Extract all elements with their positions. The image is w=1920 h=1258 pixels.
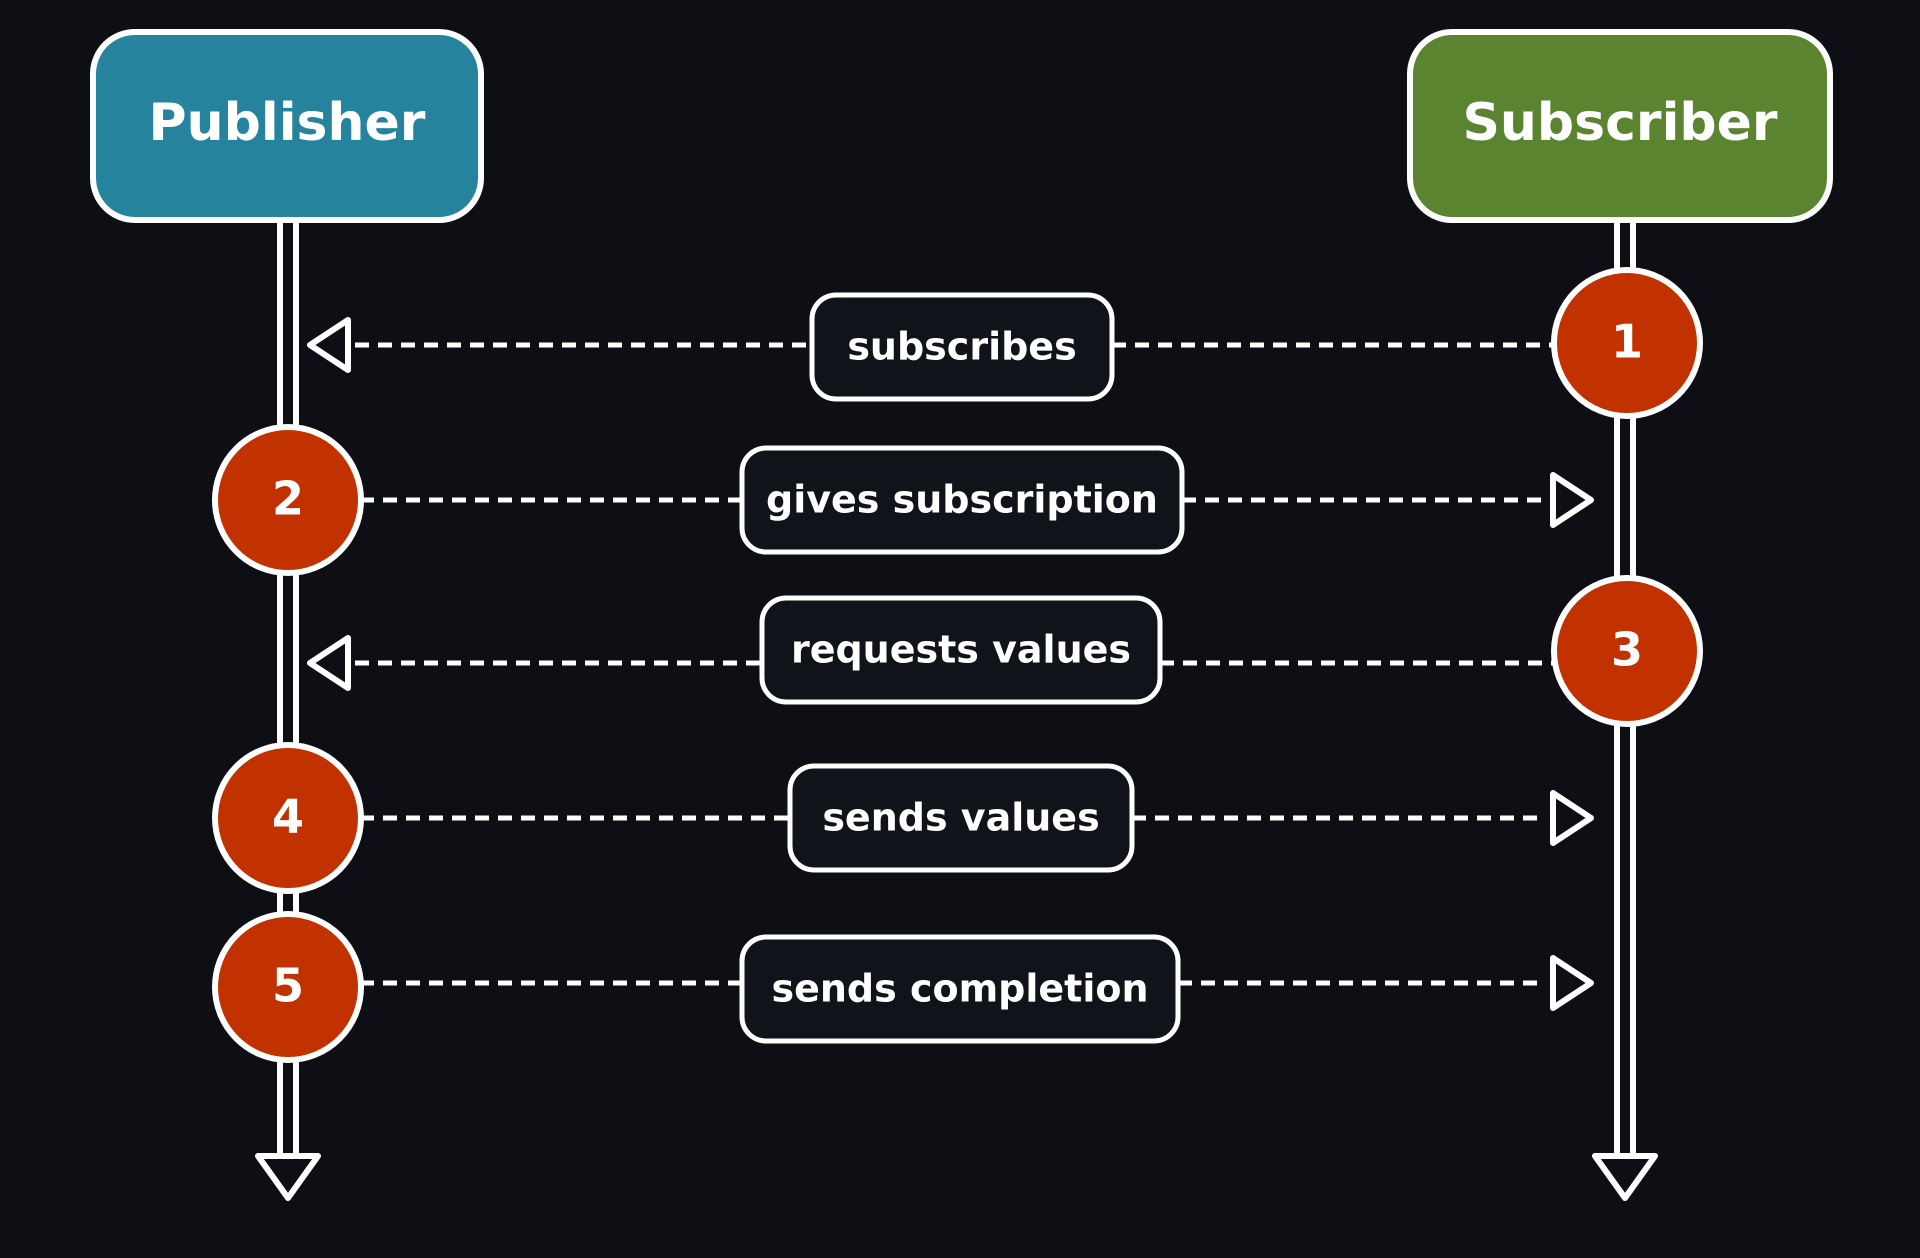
step-number: 4: [272, 790, 304, 844]
publisher-label: Publisher: [149, 93, 426, 153]
publisher-lifeline-arrow-icon: [255, 1153, 321, 1201]
step-number: 5: [272, 959, 304, 1013]
step-badge-4: 4: [212, 742, 364, 894]
step-number: 1: [1611, 315, 1643, 369]
message-subscribes: subscribes: [307, 292, 1555, 402]
message-sends-completion: sends completion: [360, 934, 1594, 1044]
arrow-right-icon: [1550, 472, 1594, 528]
message-label-gives-subscription: gives subscription: [766, 478, 1158, 522]
subscriber-actor: Subscriber: [1407, 29, 1833, 223]
message-sends-values: sends values: [360, 763, 1594, 873]
publisher-actor: Publisher: [90, 29, 484, 223]
message-label-subscribes: subscribes: [847, 325, 1076, 369]
message-label-sends-completion: sends completion: [771, 967, 1148, 1011]
message-label-requests-values: requests values: [791, 628, 1131, 672]
arrow-left-icon: [307, 635, 351, 691]
subscriber-lifeline-arrow-icon: [1592, 1153, 1658, 1201]
arrow-right-icon: [1550, 790, 1594, 846]
step-number: 3: [1611, 623, 1643, 677]
step-badge-3: 3: [1551, 575, 1703, 727]
subscriber-label: Subscriber: [1462, 93, 1777, 153]
message-gives-subscription: gives subscription: [360, 445, 1594, 555]
message-label-sends-values: sends values: [822, 796, 1099, 840]
step-badge-2: 2: [212, 424, 364, 576]
arrow-right-icon: [1550, 955, 1594, 1011]
step-number: 2: [272, 472, 304, 526]
step-badge-5: 5: [212, 911, 364, 1063]
step-badge-1: 1: [1551, 267, 1703, 419]
message-requests-values: requests values: [307, 595, 1555, 705]
arrow-left-icon: [307, 317, 351, 373]
